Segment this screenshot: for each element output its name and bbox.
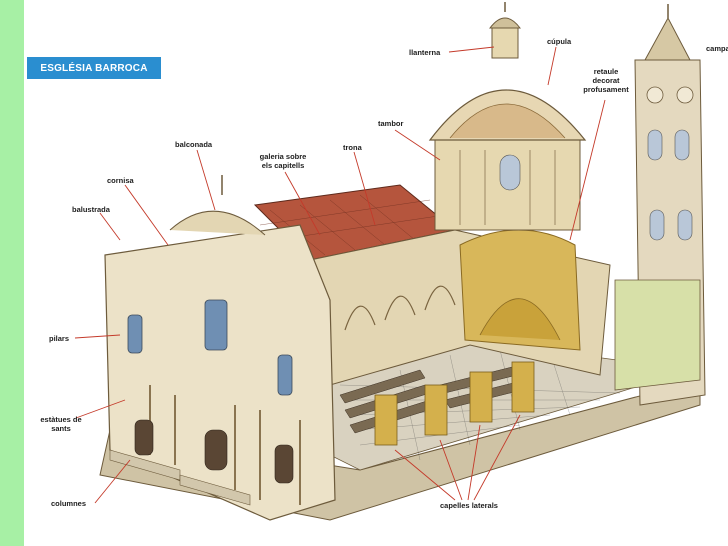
facade-doors <box>134 419 294 484</box>
label-capelles-laterals: capelles laterals <box>440 501 498 510</box>
side-strip <box>0 0 24 546</box>
facade-columns <box>149 385 301 505</box>
facade-windows <box>127 299 293 396</box>
side-chapels <box>374 361 535 446</box>
label-galeria: galeria sobre els capitells <box>255 152 311 170</box>
label-balustrada: balustrada <box>72 205 110 214</box>
label-campanar: campa <box>706 44 728 53</box>
label-galeria-line1: galeria sobre <box>259 152 307 161</box>
label-balconada: balconada <box>175 140 213 149</box>
diagram-title: ESGLÉSIA BARROCA <box>27 57 161 79</box>
arcades <box>344 285 456 331</box>
label-retaule-line1: retaule <box>593 67 619 76</box>
label-cornisa: cornisa <box>107 176 134 185</box>
label-estatues-line1: estàtues de <box>40 415 82 424</box>
label-llanterna: llanterna <box>409 48 441 57</box>
label-columnes: columnes <box>51 499 87 508</box>
lantern <box>491 27 519 59</box>
label-retaule-line2: decorat <box>592 76 620 85</box>
label-estatues: estàtues de sants <box>38 415 84 433</box>
label-estatues-line2: sants <box>51 424 71 433</box>
label-tambor: tambor <box>378 119 404 128</box>
label-galeria-line2: els capitells <box>261 161 305 170</box>
label-pilars: pilars <box>49 334 70 343</box>
label-trona: trona <box>343 143 362 152</box>
label-cupula: cúpula <box>547 37 572 46</box>
label-retaule: retaule decorat profusament <box>583 67 629 94</box>
label-retaule-line3: profusament <box>583 85 629 94</box>
